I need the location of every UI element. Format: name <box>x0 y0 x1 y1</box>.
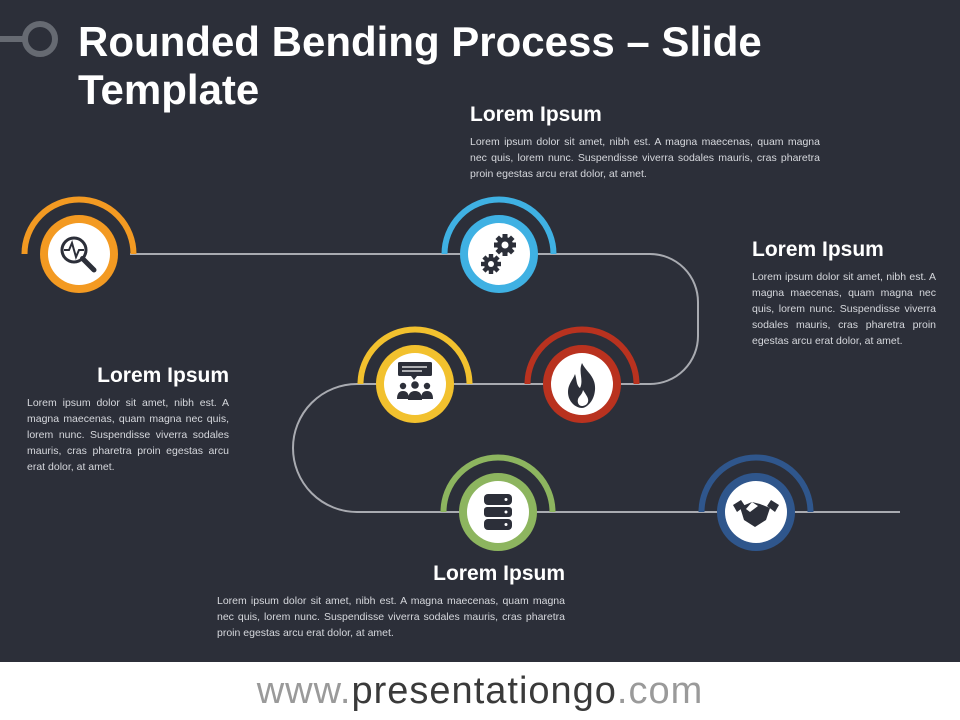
slide-title: Rounded Bending Process – Slide Template <box>78 18 762 113</box>
slide-canvas: Rounded Bending Process – Slide Template <box>0 0 960 662</box>
step-meeting <box>357 326 473 423</box>
text-block-left: Lorem Ipsum Lorem ipsum dolor sit amet, … <box>27 363 229 475</box>
text-block-right-body: Lorem ipsum dolor sit amet, nibh est. A … <box>752 271 936 347</box>
step-settings <box>441 196 557 293</box>
text-block-right: Lorem Ipsum Lorem ipsum dolor sit amet, … <box>752 237 936 349</box>
footer-watermark: www.presentationgo.com <box>0 662 960 720</box>
text-block-bottom-body: Lorem ipsum dolor sit amet, nibh est. A … <box>217 595 565 639</box>
footer-url-prefix: www. <box>256 670 352 712</box>
step-analysis <box>21 196 137 293</box>
group-chat-icon <box>397 362 433 400</box>
step-database <box>440 454 556 551</box>
handshake-icon <box>733 500 779 527</box>
text-block-bottom: Lorem Ipsum Lorem ipsum dolor sit amet, … <box>217 561 565 641</box>
gears-icon <box>481 234 516 274</box>
text-block-left-body: Lorem ipsum dolor sit amet, nibh est. A … <box>27 397 229 473</box>
text-block-top: Lorem Ipsum Lorem ipsum dolor sit amet, … <box>470 102 820 182</box>
process-diagram <box>21 196 900 551</box>
text-block-top-body: Lorem ipsum dolor sit amet, nibh est. A … <box>470 136 820 180</box>
flame-icon <box>568 363 596 408</box>
database-icon <box>484 494 512 530</box>
text-block-top-heading: Lorem Ipsum <box>470 103 602 126</box>
text-block-bottom-heading: Lorem Ipsum <box>433 562 565 585</box>
magnifier-heartbeat-icon <box>60 236 97 273</box>
text-block-left-heading: Lorem Ipsum <box>97 364 229 387</box>
process-connector-line <box>130 253 900 513</box>
footer-url-suffix: .com <box>616 670 704 712</box>
footer-brand: presentationgo <box>351 670 617 712</box>
text-block-right-heading: Lorem Ipsum <box>752 238 884 261</box>
corner-knob-decoration <box>0 21 58 57</box>
step-fire <box>524 326 640 423</box>
step-agreement <box>698 454 814 551</box>
